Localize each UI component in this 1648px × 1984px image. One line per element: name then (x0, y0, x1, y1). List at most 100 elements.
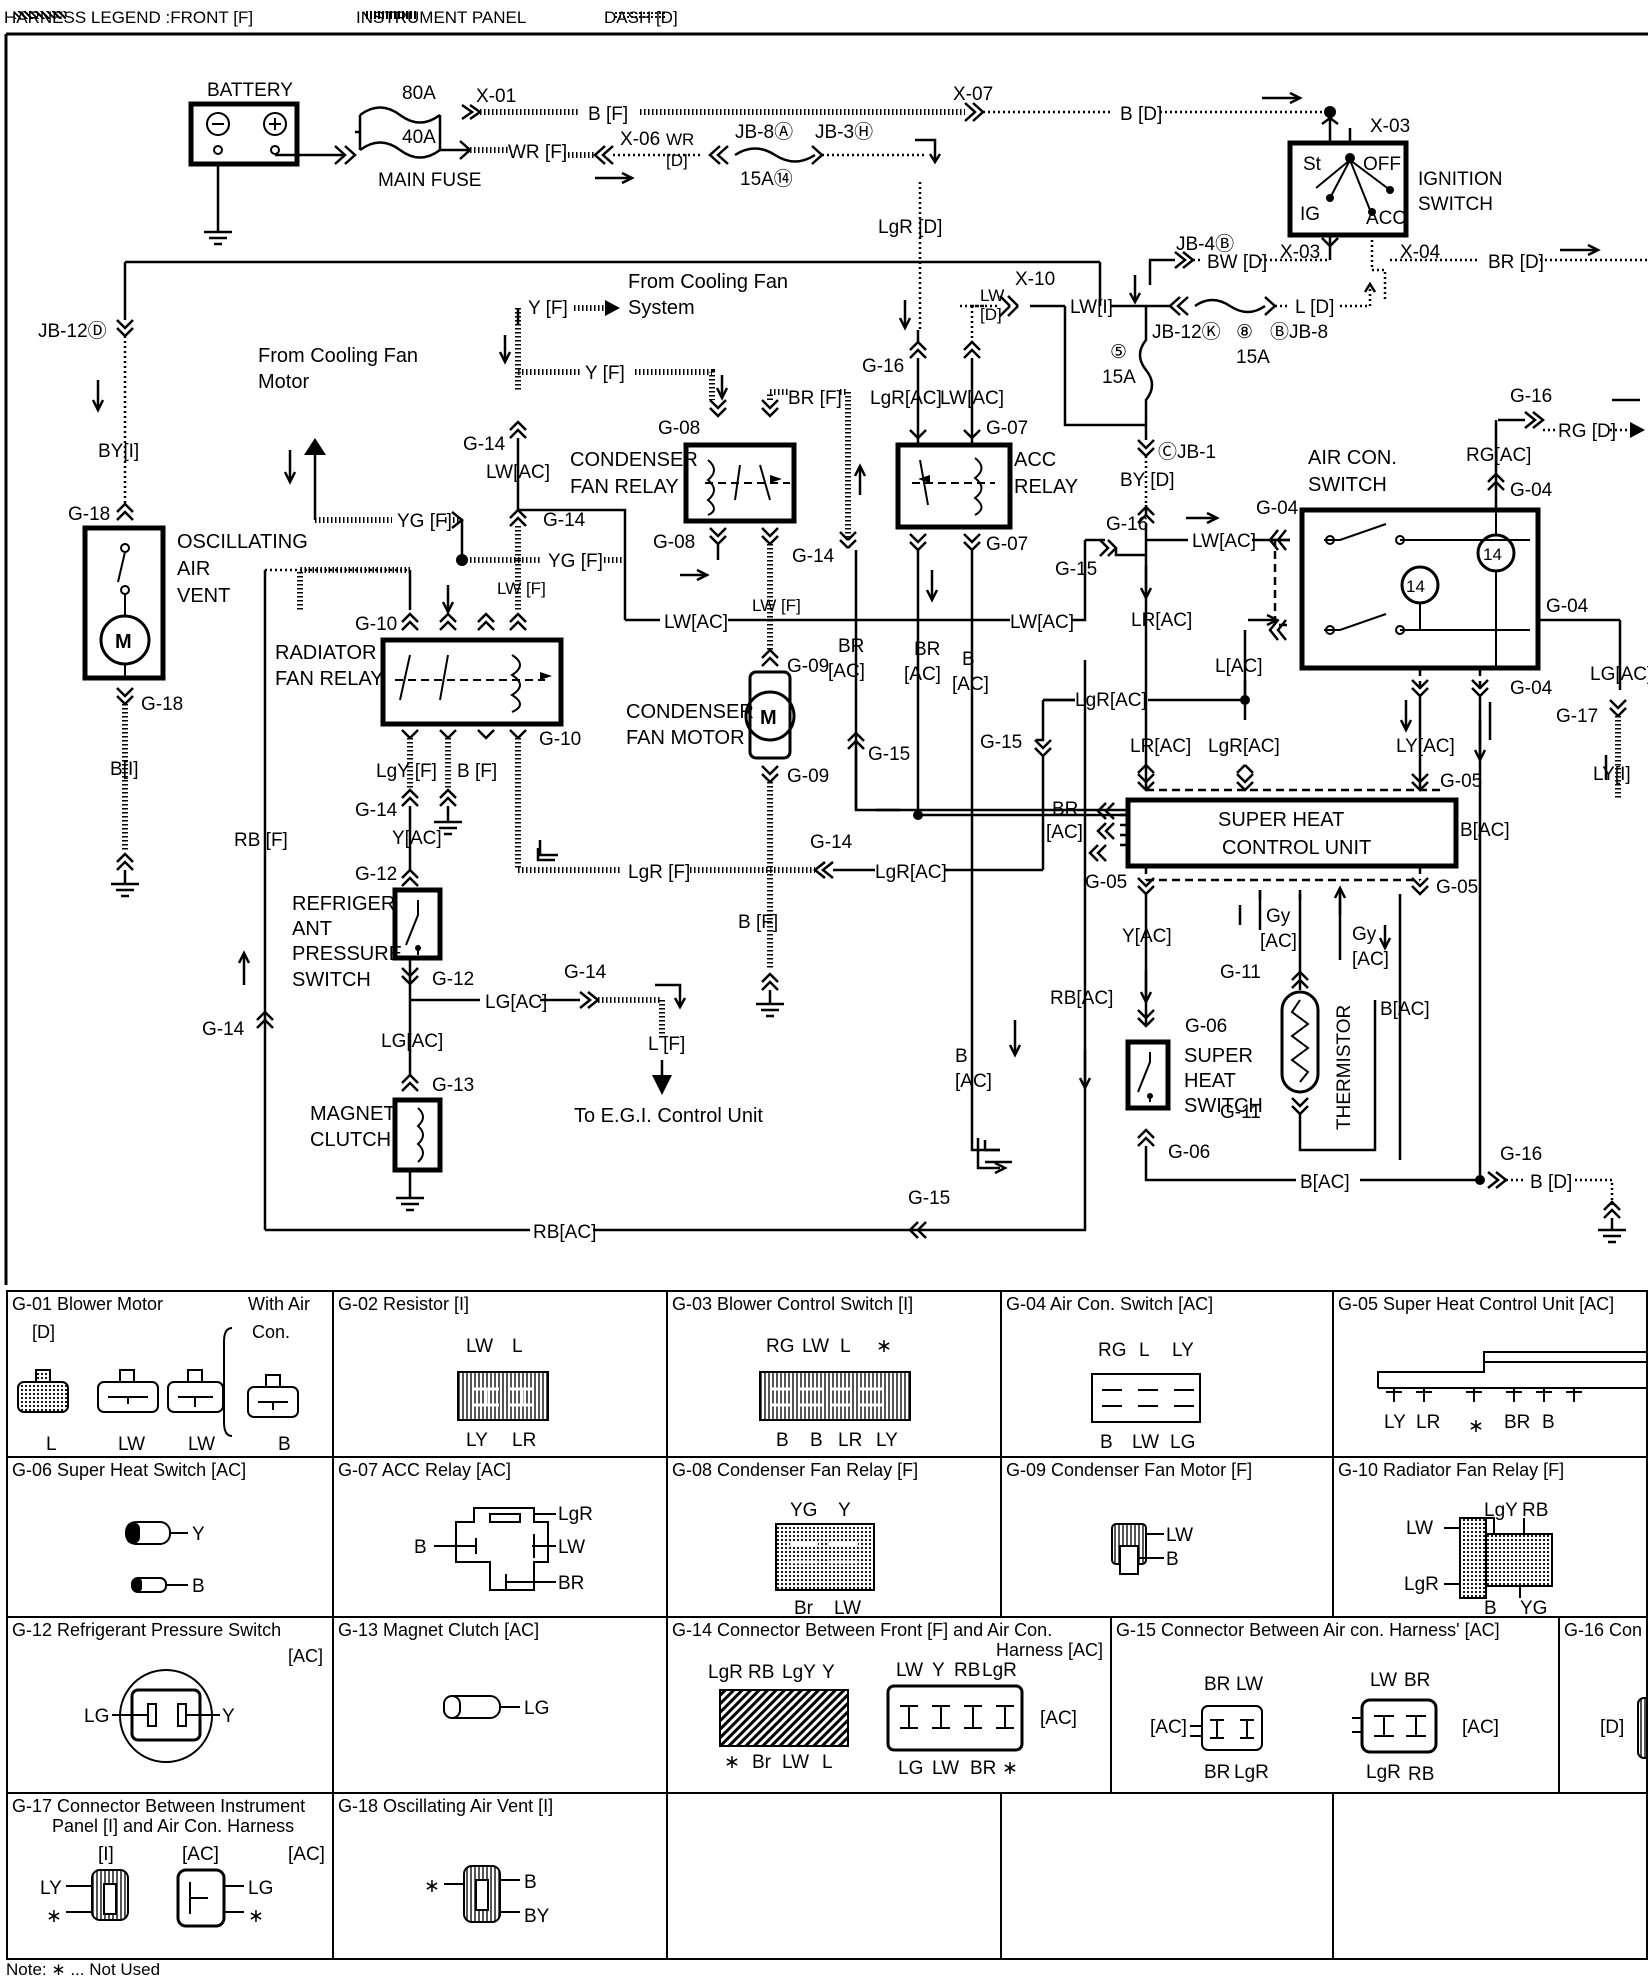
svg-text:[AC]: [AC] (288, 1844, 325, 1865)
svg-text:G-15: G-15 (868, 744, 910, 765)
svg-text:YG: YG (1520, 1598, 1547, 1618)
svg-text:RELAY: RELAY (1014, 476, 1078, 498)
instrument-pattern-icon (366, 10, 418, 19)
svg-text:LR: LR (1416, 1412, 1440, 1433)
svg-text:B: B (192, 1576, 205, 1597)
g17-connector-icon: [I] [AC] [AC] LY ∗ LG ∗ (40, 1844, 325, 1928)
svg-text:CONDENSER: CONDENSER (570, 449, 698, 471)
svg-text:FAN RELAY: FAN RELAY (570, 476, 679, 498)
svg-text:G-12: G-12 (432, 969, 474, 990)
svg-text:G-06: G-06 (1168, 1142, 1210, 1163)
svg-text:Y[AC]: Y[AC] (1122, 926, 1172, 947)
svg-text:LW[I]: LW[I] (1070, 297, 1113, 318)
svg-text:From Cooling Fan: From Cooling Fan (258, 345, 418, 367)
svg-text:B: B (955, 1046, 968, 1067)
svg-text:Y: Y (822, 1662, 835, 1683)
svg-text:X-04: X-04 (1400, 242, 1441, 263)
svg-text:RG: RG (1098, 1340, 1127, 1361)
svg-text:WR [F]: WR [F] (508, 142, 567, 163)
svg-text:X-06: X-06 (620, 129, 660, 150)
svg-text:LY: LY (1384, 1412, 1406, 1433)
battery-label: BATTERY (207, 80, 293, 101)
svg-text:B: B (414, 1537, 427, 1558)
svg-text:BR: BR (1204, 1762, 1230, 1783)
svg-text:G-09: G-09 (787, 766, 829, 787)
empty-cell (1000, 1792, 1334, 1960)
svg-text:Y[AC]: Y[AC] (392, 828, 442, 849)
condenser-fan-relay (683, 442, 797, 524)
svg-text:LW: LW (782, 1752, 809, 1773)
svg-text:G-12: G-12 (355, 864, 397, 885)
svg-text:SWITCH: SWITCH (1418, 194, 1493, 215)
svg-text:G-16: G-16 (1510, 386, 1552, 407)
svg-text:15A: 15A (1236, 347, 1270, 368)
svg-text:SWITCH: SWITCH (1308, 474, 1387, 496)
svg-text:LW: LW (1132, 1432, 1159, 1453)
svg-text:G-14: G-14 (564, 962, 607, 983)
svg-text:LgR[AC]: LgR[AC] (1208, 736, 1280, 757)
dash-pattern-icon (614, 10, 666, 19)
g02-connector-icon: LW L LY LR (457, 1336, 549, 1451)
svg-text:RB: RB (1408, 1764, 1434, 1785)
svg-text:FAN MOTOR: FAN MOTOR (626, 727, 745, 749)
svg-text:L: L (1139, 1340, 1150, 1361)
svg-text:JB-3Ⓗ: JB-3Ⓗ (815, 121, 873, 143)
svg-text:Y: Y (838, 1500, 851, 1521)
svg-text:G-10: G-10 (539, 729, 581, 750)
svg-text:∗: ∗ (724, 1752, 740, 1773)
connector-g01: G-01 Blower Motor [D] With Air Con. L LW… (6, 1290, 334, 1458)
svg-text:B [D]: B [D] (1120, 104, 1162, 125)
svg-text:LgY [F]: LgY [F] (376, 761, 437, 782)
svg-text:YG [F]: YG [F] (397, 511, 452, 532)
g06-connector-icon: Y B (125, 1521, 205, 1597)
svg-text:L: L (822, 1752, 833, 1773)
svg-text:∗: ∗ (248, 1906, 264, 1927)
svg-text:LW: LW (896, 1660, 923, 1681)
svg-text:LG: LG (524, 1698, 549, 1719)
svg-text:LW: LW (558, 1537, 585, 1558)
svg-text:LW: LW (188, 1434, 215, 1455)
front-pattern-icon (14, 10, 66, 19)
svg-text:LW: LW (466, 1336, 493, 1357)
svg-text:AIR CON.: AIR CON. (1308, 447, 1397, 469)
svg-text:RG: RG (766, 1336, 795, 1357)
connector-g03: G-03 Blower Control Switch [I] RG LW L ∗… (666, 1290, 1002, 1458)
svg-text:G-17: G-17 (1556, 706, 1598, 727)
svg-text:B: B (962, 649, 975, 670)
svg-text:14: 14 (1406, 577, 1425, 596)
magnet-clutch (392, 1097, 443, 1173)
connector-g05: G-05 Super Heat Control Unit [AC] LY LR … (1332, 1290, 1648, 1458)
connector-g17: G-17 Connector Between Instrument Panel … (6, 1792, 334, 1960)
connector-g12: G-12 Refrigerant Pressure Switch [AC] LG… (6, 1616, 334, 1794)
svg-text:G-04: G-04 (1510, 480, 1553, 501)
svg-text:G-11: G-11 (1220, 962, 1261, 983)
svg-text:[AC]: [AC] (904, 664, 941, 685)
svg-text:X-10: X-10 (1015, 269, 1055, 290)
svg-text:YG: YG (790, 1500, 817, 1521)
svg-text:LY[I]: LY[I] (1593, 764, 1631, 785)
svg-text:LG: LG (898, 1758, 923, 1779)
svg-text:40A: 40A (402, 127, 436, 148)
svg-text:Gy: Gy (1352, 924, 1377, 945)
svg-text:B[AC]: B[AC] (1300, 1172, 1350, 1193)
svg-text:LG: LG (84, 1706, 109, 1727)
connector-g18: G-18 Oscillating Air Vent [I] ∗ B BY (332, 1792, 668, 1960)
svg-text:LgR: LgR (558, 1504, 593, 1525)
connector-g06: G-06 Super Heat Switch [AC] Y B (6, 1456, 334, 1618)
svg-text:JB-12Ⓓ: JB-12Ⓓ (38, 320, 107, 342)
svg-text:ACC: ACC (1014, 449, 1056, 471)
svg-text:G-06: G-06 (1185, 1016, 1227, 1037)
g04-connector-icon: RG L LY B LW LG (1091, 1340, 1201, 1453)
svg-text:G-11: G-11 (1220, 1102, 1261, 1123)
condenser-fan-motor: M (744, 670, 796, 760)
harness-legend: HARNESS LEGEND :FRONT [F] INSTRUMENT PAN… (0, 0, 1648, 30)
svg-text:Br: Br (794, 1598, 814, 1618)
svg-text:X-01: X-01 (476, 86, 516, 107)
svg-text:[AC]: [AC] (1040, 1708, 1077, 1729)
svg-text:B: B (1542, 1412, 1555, 1433)
svg-text:X-03: X-03 (1280, 242, 1320, 263)
svg-text:∗: ∗ (46, 1906, 62, 1927)
ignition-switch: St OFF IG ACC IGNITION SWITCH (1287, 140, 1502, 238)
svg-text:BR: BR (558, 1573, 584, 1594)
svg-text:LgR [D]: LgR [D] (878, 217, 942, 238)
